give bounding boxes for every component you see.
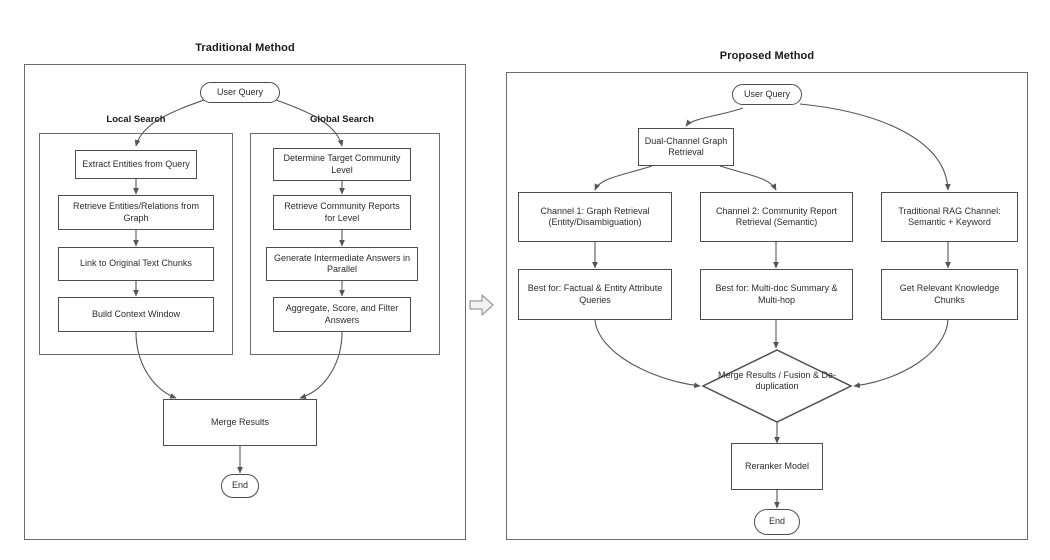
global-step-2[interactable]: Retrieve Community Reports for Level	[273, 195, 411, 230]
proposed-start-node[interactable]: User Query	[732, 84, 802, 105]
group-global-search	[250, 133, 440, 355]
channel-3-head[interactable]: Traditional RAG Channel: Semantic + Keyw…	[881, 192, 1018, 242]
traditional-start-node[interactable]: User Query	[200, 82, 280, 103]
reranker-node[interactable]: Reranker Model	[731, 443, 823, 490]
traditional-merge-node[interactable]: Merge Results	[163, 399, 317, 446]
channel-1-detail[interactable]: Best for: Factual & Entity Attribute Que…	[518, 269, 672, 320]
proposed-edges	[592, 103, 951, 509]
merge-decision-diamond	[701, 349, 853, 423]
panel-proposed	[506, 72, 1028, 540]
local-step-3[interactable]: Link to Original Text Chunks	[58, 247, 214, 281]
panel-title-traditional: Traditional Method	[195, 42, 295, 54]
channel-3-detail[interactable]: Get Relevant Knowledge Chunks	[881, 269, 1018, 320]
panel-title-proposed: Proposed Method	[719, 50, 815, 62]
local-step-2[interactable]: Retrieve Entities/Relations from Graph	[58, 195, 214, 230]
global-step-4[interactable]: Aggregate, Score, and Filter Answers	[273, 297, 411, 332]
proposed-end-node[interactable]: End	[754, 509, 800, 535]
panel-traditional	[24, 64, 466, 540]
channel-2-head[interactable]: Channel 2: Community Report Retrieval (S…	[700, 192, 853, 242]
channel-1-head[interactable]: Channel 1: Graph Retrieval (Entity/Disam…	[518, 192, 672, 242]
traditional-end-node[interactable]: End	[221, 474, 259, 498]
traditional-edges	[133, 99, 345, 474]
branch-label-local-search: Local Search	[106, 114, 166, 125]
local-step-1[interactable]: Extract Entities from Query	[75, 150, 197, 179]
channel-2-detail[interactable]: Best for: Multi-doc Summary & Multi-hop	[700, 269, 853, 320]
local-step-4[interactable]: Build Context Window	[58, 297, 214, 332]
global-step-1[interactable]: Determine Target Community Level	[273, 148, 411, 181]
group-local-search	[39, 133, 233, 355]
branch-label-global-search: Global Search	[310, 114, 374, 125]
right-arrow-icon	[469, 294, 494, 316]
dual-channel-router-node[interactable]: Dual-Channel Graph Retrieval	[638, 128, 734, 166]
global-step-3[interactable]: Generate Intermediate Answers in Paralle…	[266, 247, 418, 281]
